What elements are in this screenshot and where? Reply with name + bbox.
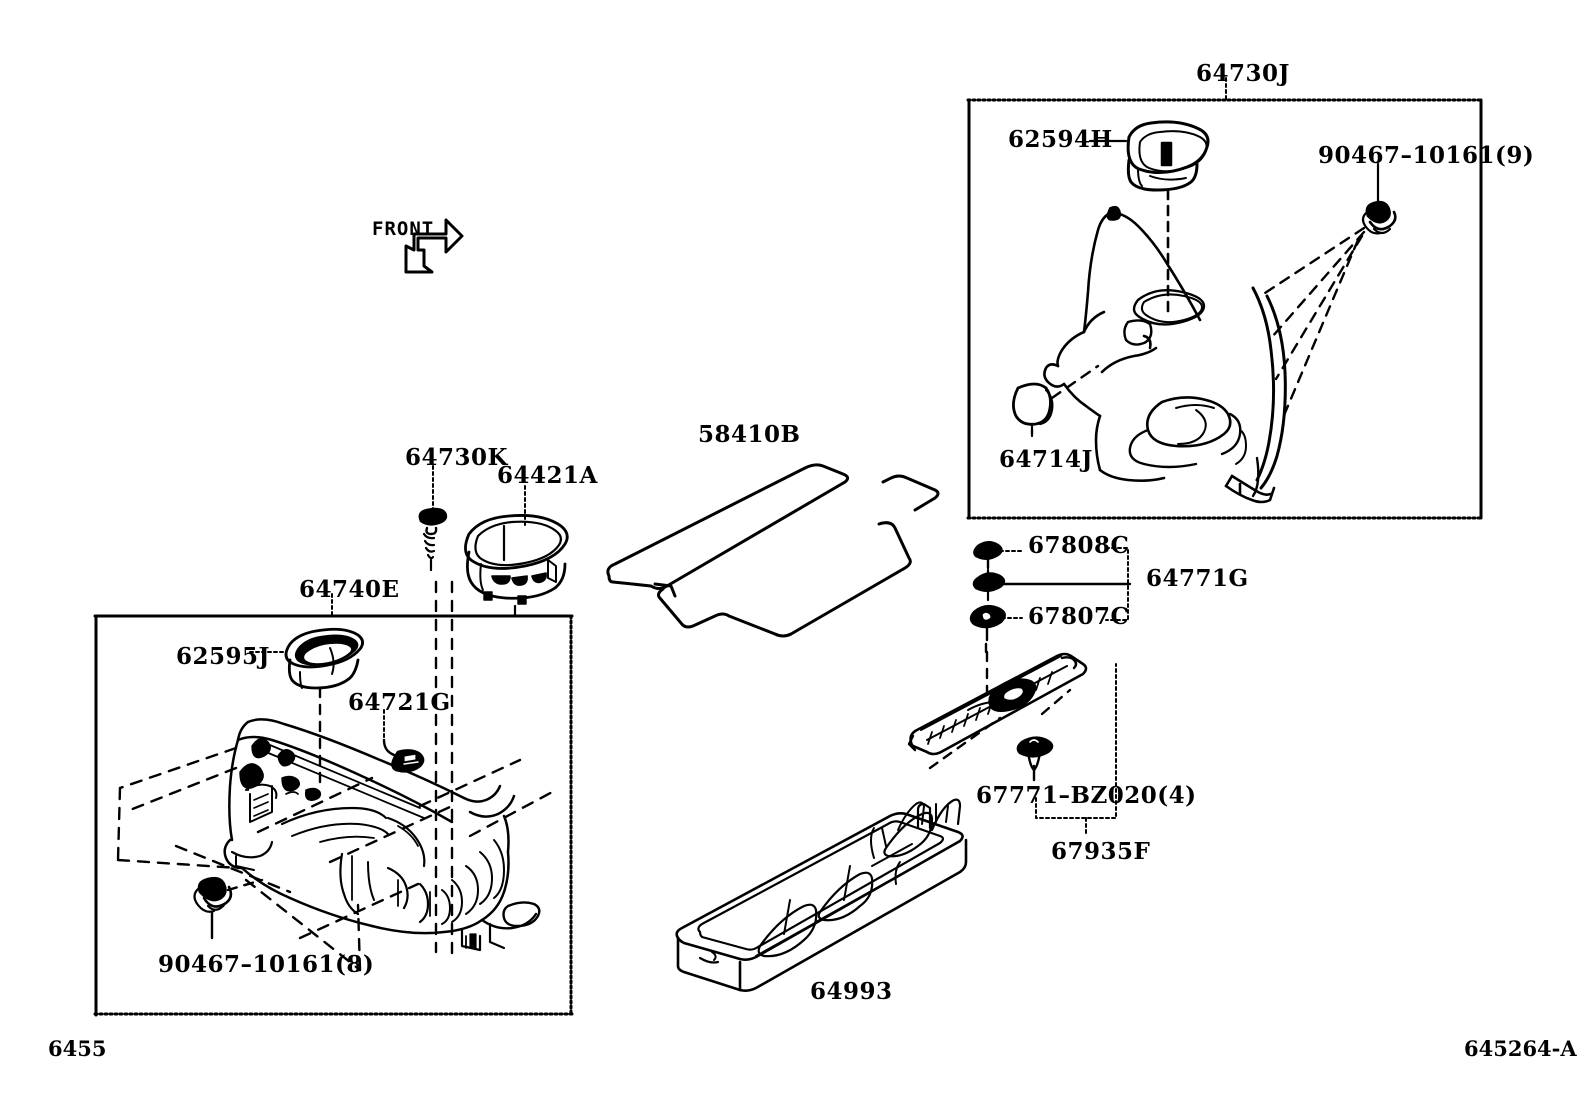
front-orientation-label: FRONT [372, 218, 435, 240]
group-bracket-67935F [1035, 663, 1117, 837]
part-label-64771G: 64771G [1146, 565, 1249, 592]
part-label-90467-10161-8: 90467–10161(8) [158, 951, 375, 978]
part-label-90467-10161-9: 90467–10161(9) [1318, 142, 1535, 169]
part-67771-BZ020-clip [1016, 736, 1054, 782]
part-label-58410B: 58410B [698, 421, 801, 448]
part-label-67771-BZ020: 67771–BZ020(4) [976, 782, 1197, 809]
sheet-code-right: 645264-A [1464, 1036, 1577, 1061]
clip-set-bracket [1105, 547, 1129, 621]
part-64771G-middle-clip [972, 568, 1132, 602]
part-label-67807C: 67807C [1028, 603, 1130, 630]
part-64730K-clip [418, 465, 454, 964]
sheet-code-left: 6455 [48, 1036, 107, 1061]
part-label-67935F: 67935F [1051, 838, 1151, 865]
part-label-67808C: 67808C [1028, 532, 1130, 559]
part-67808C-clip [973, 541, 1023, 570]
part-64721G-retainer [382, 709, 425, 773]
part-90467-10161-9-clip [1260, 162, 1397, 422]
part-67807C-clip [969, 604, 1023, 654]
part-label-64740E: 64740E [299, 576, 400, 603]
part-label-64993: 64993 [810, 978, 893, 1005]
part-64740E-quarter-trim-panel [116, 718, 558, 972]
group-box-64740E [93, 593, 574, 1017]
part-64730J-quarter-trim-panel [1043, 205, 1287, 504]
part-label-64714J: 64714J [999, 446, 1093, 473]
part-label-64721G: 64721G [348, 689, 451, 716]
part-label-62595J: 62595J [176, 643, 270, 670]
part-label-64730J: 64730J [1196, 60, 1290, 87]
front-arrow-icon [404, 218, 464, 274]
part-58410B-deck-board [606, 463, 940, 638]
part-67935F-scuff-plate [907, 650, 1088, 770]
part-label-64421A: 64421A [497, 462, 598, 489]
group-box-64730J [966, 77, 1484, 520]
part-62595J-garnish [249, 627, 364, 792]
part-62594H-garnish [1088, 120, 1210, 320]
part-64714J-plug [1012, 364, 1100, 438]
part-64421A-pocket [464, 485, 569, 618]
part-64993-deck-tray [675, 798, 968, 992]
part-label-62594H: 62594H [1008, 126, 1113, 153]
part-90467-10161-8-clip [193, 876, 264, 940]
part-label-64730K: 64730K [405, 444, 509, 471]
